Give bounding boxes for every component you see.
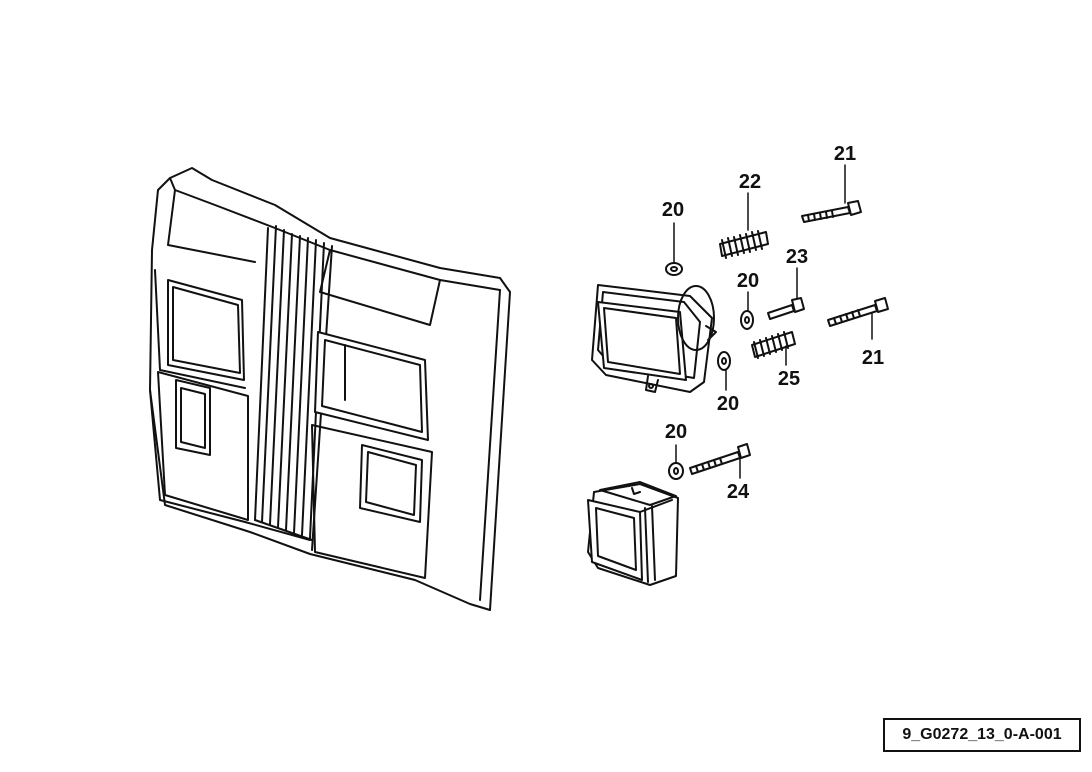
callout-24: 24	[727, 481, 750, 503]
square-lamp	[587, 481, 679, 586]
drawing-reference-box: 9_G0272_13_0-A-001	[883, 718, 1081, 752]
bolt-24	[689, 443, 751, 475]
callout-20-mid: 20	[737, 270, 759, 292]
callout-25: 25	[778, 368, 800, 390]
bolt-23	[767, 297, 805, 320]
callout-20-low: 20	[717, 393, 739, 415]
callout-20-bottom: 20	[665, 421, 687, 443]
washer-mid	[740, 310, 754, 330]
drawing-reference-number: 9_G0272_13_0-A-001	[902, 726, 1062, 743]
callout-20-top: 20	[662, 199, 684, 221]
washer-top	[665, 262, 683, 276]
washer-low	[717, 351, 731, 371]
washer-bottom	[668, 462, 684, 480]
housing-panel	[149, 167, 511, 611]
callout-22: 22	[739, 171, 761, 193]
callout-23: 23	[786, 246, 808, 268]
bolt-21-top	[801, 200, 862, 223]
bolt-21-right	[827, 297, 889, 327]
leader-lines	[673, 164, 873, 479]
spring-25	[751, 331, 796, 359]
callout-21-top: 21	[834, 143, 856, 165]
spring-22	[719, 230, 769, 259]
callout-labels: 20 21 22 23 20 21 25 20 20 24	[662, 143, 884, 503]
rectangular-headlamp	[591, 284, 717, 393]
callout-21-right: 21	[862, 347, 884, 369]
